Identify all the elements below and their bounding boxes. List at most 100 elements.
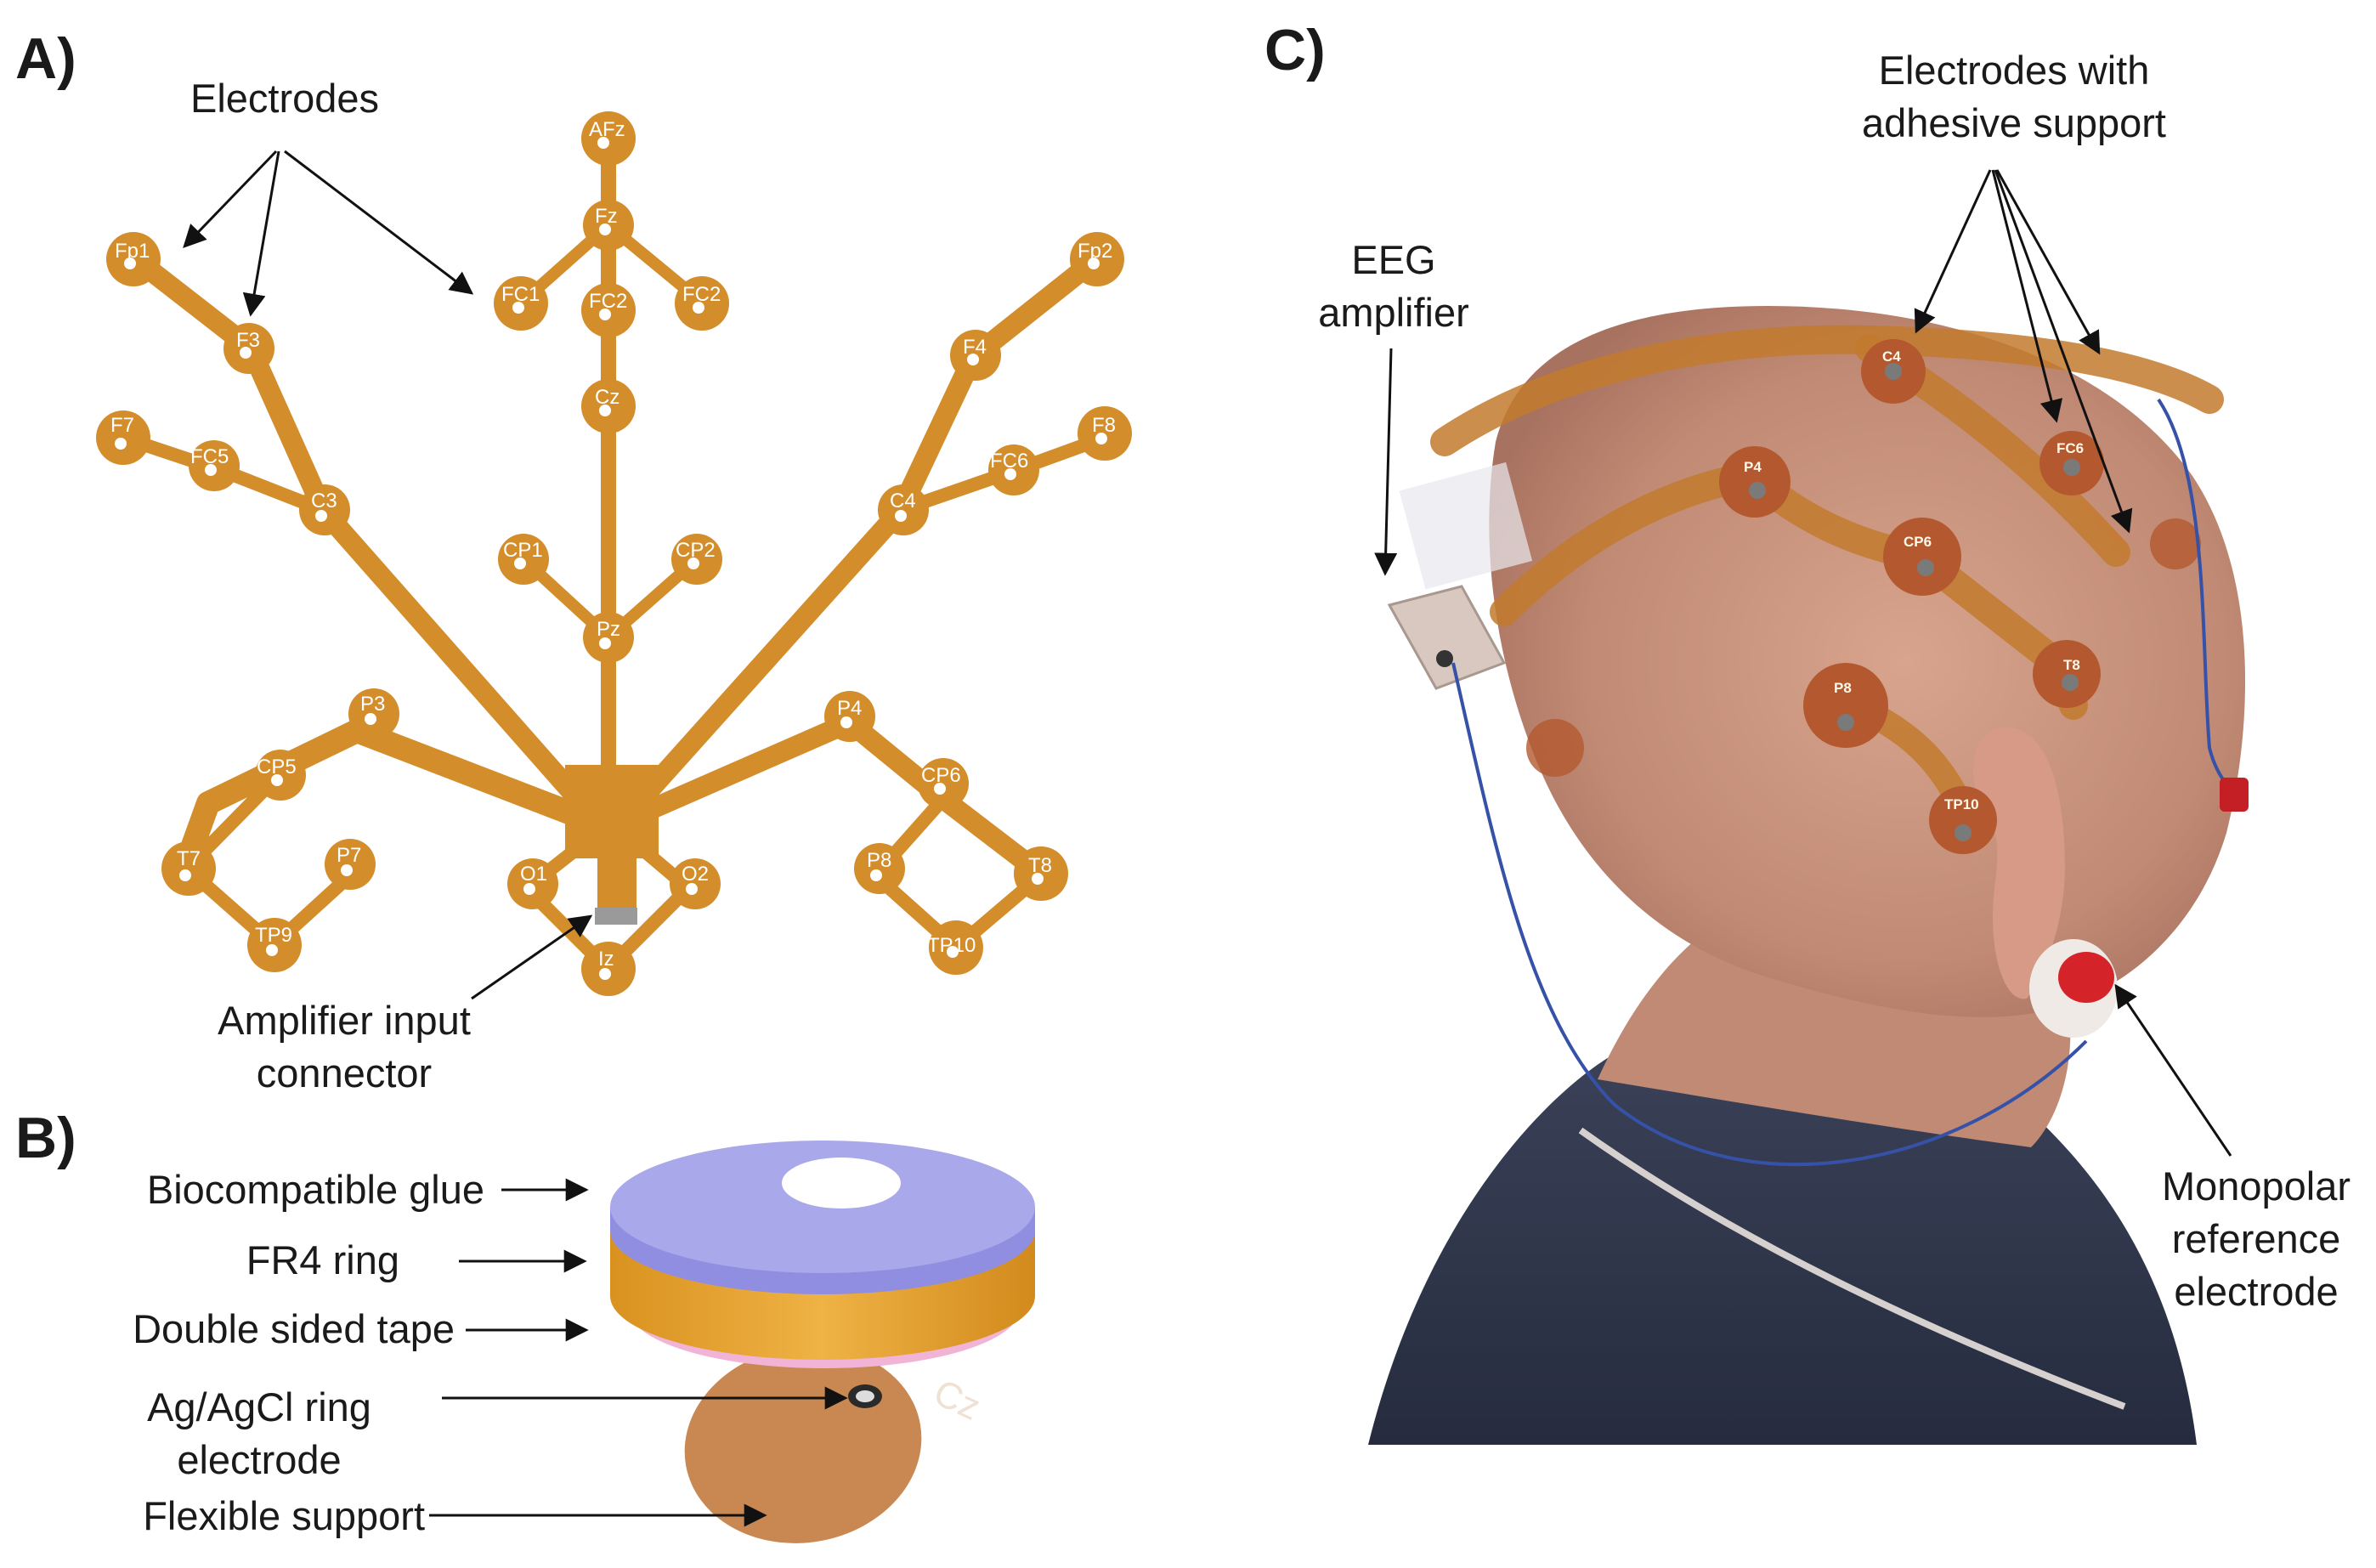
pad-f8: F8 [1078,406,1132,461]
pad-label-fc2-center: FC2 [589,290,627,313]
pad-label-o2: O2 [682,863,709,886]
pad-iz: Iz [581,942,636,996]
pad-label-cp1: CP1 [503,539,543,562]
head-electrode-p4: P4 [1719,446,1790,518]
eeg-amplifier [1387,461,1533,690]
pad-label-afz: AFz [589,118,625,141]
arrow-electrodes-f3 [242,150,280,317]
pad-cp6: CP6 [918,758,969,809]
connector-caption-line2: connector [256,1050,433,1095]
amplifier-port [1436,650,1453,667]
reference-electrode [2029,939,2118,1038]
reference-electrode-cap [2058,952,2114,1003]
pad-fc2-center: FC2 [581,283,636,337]
pad-fc1: FC1 [494,276,548,331]
arrow-reference [2114,983,2232,1157]
head-electrode-front [2150,518,2201,569]
pad-label-cp2: CP2 [676,539,716,562]
reference-cable [1451,662,2088,1167]
head-electrode-c4: C4 [1861,339,1926,404]
pad-label-f3: F3 [236,329,260,352]
pad-fc2-right: FC2 [675,276,729,331]
pad-cp1: CP1 [498,534,549,585]
head-electrodes: C4 FC6 P4 CP6 T8 P8 TP10 [1526,339,2201,854]
head-electrode-p8-label: P8 [1834,680,1852,696]
amplifier-caption-line2: amplifier [1318,290,1469,335]
pcb-layout [116,128,1112,976]
electrodes-adhesive-line2: adhesive support [1862,100,2166,145]
panel-a-label: A) [15,26,76,91]
ring-electrode-label-line1: Ag/AgCl ring [147,1384,371,1429]
support-cz-text: Cz [928,1372,987,1429]
pad-p4: P4 [824,691,875,742]
ring-electrode-inner [856,1390,874,1402]
pad-fp1: Fp1 [106,232,161,286]
pad-label-fp2: Fp2 [1078,240,1112,263]
pad-cp2: CP2 [671,534,722,585]
pad-label-p8: P8 [867,849,891,872]
head-photo: C4 FC6 P4 CP6 T8 P8 TP10 [1368,306,2249,1445]
pad-p8: P8 [854,843,905,894]
head-electrode-tp10: TP10 [1929,786,1997,854]
panel-b-label: B) [15,1106,76,1170]
pad-o2: O2 [670,858,721,909]
front-reference-snap [2220,778,2249,812]
pad-tp10: TP10 [927,920,983,975]
pad-label-cp6: CP6 [921,764,961,787]
reference-caption: Monopolar reference electrode [2116,1160,2376,1318]
pad-label-fz: Fz [595,205,618,228]
pad-label-pz: Pz [597,618,620,641]
head-electrode-t8: T8 [2033,640,2101,708]
trace-left-parietal [173,719,590,879]
pad-label-t8: T8 [1028,854,1052,877]
pad-label-fc2-right: FC2 [682,283,721,306]
head-electrode-fc6-label: FC6 [2056,440,2084,456]
pad-label-iz: Iz [598,948,614,971]
pad-pz: Pz [583,612,634,663]
electrodes-adhesive-caption: Electrodes with adhesive support [1802,44,2226,150]
connector-caption-line1: Amplifier input [218,998,471,1043]
pad-f4: F4 [950,330,1001,381]
pad-label-c4: C4 [890,490,916,512]
pad-label-tp10: TP10 [927,934,976,957]
pad-label-cz: Cz [595,386,619,409]
amplifier-caption-line1: EEG [1351,237,1436,282]
layer-label-fr4: FR4 ring [246,1237,399,1282]
pad-p3: P3 [348,688,399,739]
pad-fp2: Fp2 [1070,232,1124,286]
pad-fz: Fz [583,200,634,251]
shirt [1368,1054,2197,1445]
pad-cp5: CP5 [255,750,306,801]
pad-f3: F3 [223,323,274,374]
pad-tp9: TP9 [247,918,302,972]
pad-label-f4: F4 [963,336,987,359]
amplifier-body [1387,585,1507,690]
pad-label-fc5: FC5 [190,445,229,468]
head-electrode-p4-label: P4 [1744,459,1762,475]
head [1489,306,2246,1017]
head-electrode-cp6-label: CP6 [1904,534,1932,550]
trace-right-tp [868,792,1048,954]
pad-label-cp5: CP5 [257,756,297,778]
ring-electrode-label-line2: electrode [177,1437,342,1482]
pad-fc6: FC6 [988,444,1039,495]
reference-caption-line2: reference [2171,1216,2341,1261]
head-electrode-cp6: CP6 [1883,518,1961,596]
head-electrode-fc6: FC6 [2039,431,2104,495]
arrow-electrode-4 [1995,169,2101,355]
head-electrode-p8: P8 [1803,663,1888,748]
head-electrode-t8-label: T8 [2063,657,2080,673]
amplifier-input-connector [595,908,637,925]
arrow-connector [471,914,593,1000]
pcb-electrode-pads: AFz Fz FC1 FC2 FC2 Cz Fp1 Fp2 F3 F4 F7 F… [96,111,1132,996]
pad-label-fc6: FC6 [990,450,1028,473]
electrode-stack: Cz [610,1141,1035,1543]
ear [1972,727,2065,999]
head-electrode-c4-label: C4 [1882,348,1901,365]
pad-label-c3: C3 [311,490,337,512]
pad-label-f8: F8 [1092,414,1116,437]
pad-label-f7: F7 [110,414,134,437]
pad-afz: AFz [581,111,636,166]
arrow-electrodes-fp1 [183,150,278,248]
